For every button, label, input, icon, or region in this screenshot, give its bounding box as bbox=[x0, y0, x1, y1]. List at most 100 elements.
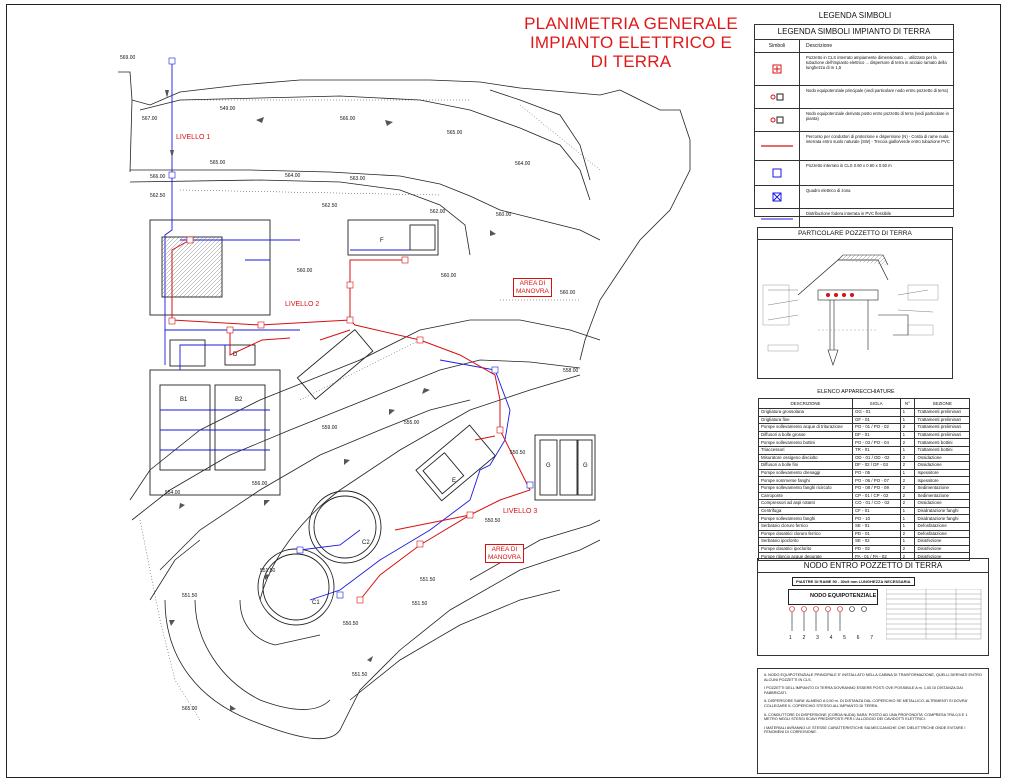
legend-title: LEGENDA SIMBOLI IMPIANTO DI TERRA bbox=[755, 25, 953, 40]
tank-label: C1 bbox=[312, 600, 320, 606]
equipotential-node-detail: NODO ENTRO POZZETTO DI TERRA PIASTRE DI … bbox=[757, 558, 989, 656]
level-2-label: LIVELLO 2 bbox=[285, 301, 320, 308]
legend-row: Nodo equipotenziale derivato posto entro… bbox=[755, 109, 953, 132]
table-cell: 2 bbox=[899, 423, 916, 432]
note: I POZZETTI DELL'IMPIANTO DI TERRA DOVRAN… bbox=[764, 686, 963, 695]
table-cell: 2 bbox=[899, 461, 916, 470]
table-cell: Defosfatazione bbox=[914, 529, 970, 539]
table-cell: CP - 01 / CP - 02 bbox=[851, 491, 901, 501]
table-cell: PD - 01 bbox=[851, 529, 901, 539]
elevation-label: 565.00 bbox=[447, 130, 463, 136]
elevation-label: 551.50 bbox=[412, 601, 428, 607]
table-cell: 1 bbox=[899, 537, 916, 546]
note: I MATERIALI AVRANNO LE STESSE CARATTERIS… bbox=[764, 725, 966, 735]
node-bar bbox=[788, 589, 878, 605]
legend-row: Distribuzione fodera interrata in PVC fl… bbox=[755, 209, 953, 228]
table-cell: Trattamenti preliminari bbox=[914, 408, 970, 417]
table-cell: PO - 10 bbox=[851, 514, 901, 523]
table-cell: 2 bbox=[899, 544, 916, 554]
table-cell: 1 bbox=[899, 468, 916, 478]
legend-row: Percorso per conduttori di protezione e … bbox=[755, 132, 953, 161]
table-cell: 1 bbox=[899, 408, 916, 417]
distribution-line-icon bbox=[761, 218, 793, 219]
red-grounding bbox=[171, 239, 531, 601]
note: IL CONDUTTORE DI DISPERSIONE (CORDA NUDA… bbox=[764, 712, 968, 722]
table-cell: Trattamenti preliminari bbox=[914, 423, 970, 432]
elevation-label: 562.50 bbox=[322, 203, 338, 209]
tank-label: B2 bbox=[235, 397, 243, 403]
table-cell: Sedimentazione bbox=[914, 491, 970, 501]
table-cell: Triaccessori bbox=[758, 445, 853, 455]
table-cell: Centrifuga bbox=[758, 506, 853, 516]
table-cell: Serbatoio ipoclorito bbox=[758, 537, 853, 546]
table-cell: Pompe rilancio acque depurate bbox=[758, 552, 853, 561]
table-cell: Pompe sollevamento bottini bbox=[758, 438, 853, 447]
elevation-label: 560.00 bbox=[297, 268, 313, 274]
blue-distribution bbox=[160, 60, 511, 601]
table-cell: Diffusori a bolle fini bbox=[758, 461, 853, 470]
table-cell: Ispessitore bbox=[914, 468, 970, 478]
table-cell: Disidratazione fanghi bbox=[914, 506, 970, 516]
elevation-label: 554.00 bbox=[165, 490, 181, 496]
elevation-label: 564.00 bbox=[285, 173, 301, 179]
table-cell: Disidratazione fanghi bbox=[914, 514, 970, 523]
table-cell: PO - 01 / PO - 02 bbox=[851, 423, 901, 432]
elevation-label: 565.00 bbox=[210, 160, 226, 166]
ground-well-detail: PARTICOLARE POZZETTO DI TERRA bbox=[757, 227, 953, 379]
table-cell: Pompe sollevamento fanghi ricircolo bbox=[758, 483, 853, 493]
protection-line-icon bbox=[761, 145, 793, 147]
electrical-panel-icon bbox=[772, 192, 782, 202]
table-cell: Grigliatura grossolana bbox=[758, 408, 853, 417]
legend-box: LEGENDA SIMBOLI IMPIANTO DI TERRA Simbol… bbox=[754, 24, 954, 228]
legend-row: Nodo equipotenziale principale (vedi par… bbox=[755, 86, 953, 109]
main-node-icon bbox=[770, 93, 784, 101]
table-cell: PO - 03 / PO - 04 bbox=[851, 438, 901, 447]
table-cell: Diffusori a bolle grosse bbox=[758, 430, 853, 440]
table-cell: 1 bbox=[899, 514, 916, 523]
table-cell: 1 bbox=[899, 430, 916, 440]
table-cell: Ispessitore bbox=[914, 476, 970, 485]
elevation-label: 566.00 bbox=[340, 116, 356, 122]
elevation-label: 550.50 bbox=[485, 518, 501, 524]
elevation-label: 550.50 bbox=[510, 450, 526, 456]
level-1-label: LIVELLO 1 bbox=[176, 134, 211, 141]
elevation-label: 549.00 bbox=[220, 106, 236, 112]
table-cell: Compressori ad aspi rotanti bbox=[758, 499, 853, 508]
table-cell: 1 bbox=[899, 445, 916, 455]
table-cell: PO - 06 / PO - 07 bbox=[851, 476, 901, 485]
elevation-label: 562.50 bbox=[150, 193, 166, 199]
elevation-label: 564.00 bbox=[515, 161, 531, 167]
table-cell: 2 bbox=[899, 453, 916, 463]
table-cell: SE - 01 bbox=[851, 521, 901, 531]
elevation-label: 560.00 bbox=[560, 290, 576, 296]
tank-label: F bbox=[380, 238, 384, 244]
note: IL DISPERSORE SARA' ALMENO A 0,50 m. DI … bbox=[764, 699, 968, 708]
derived-node-icon bbox=[770, 116, 784, 124]
table-cell: 2 bbox=[899, 552, 916, 561]
table-cell: Ossidazione bbox=[914, 461, 970, 470]
slope-ticks bbox=[139, 99, 601, 721]
table-cell: Pompe dosatrici ipoclorito bbox=[758, 544, 853, 554]
elevation-label: 551.50 bbox=[182, 593, 198, 599]
elevation-label: 563.00 bbox=[350, 176, 366, 182]
tank-label: G bbox=[583, 463, 588, 469]
table-cell: 2 bbox=[899, 483, 916, 493]
elevation-label: 556.00 bbox=[252, 481, 268, 487]
well-section-drawing bbox=[762, 254, 939, 366]
tank-label: C2 bbox=[362, 540, 370, 546]
terrain-lines bbox=[118, 71, 691, 740]
elevation-label: 555.00 bbox=[404, 420, 420, 426]
